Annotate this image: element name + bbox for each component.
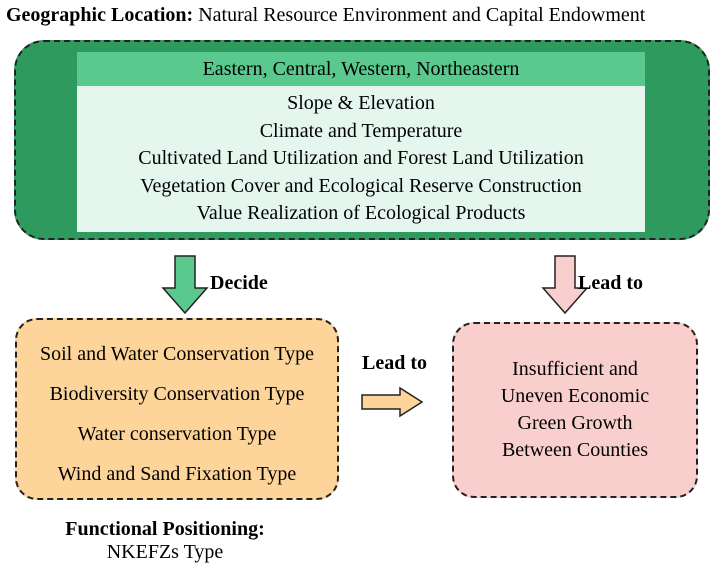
regions-bar: Eastern, Central, Western, Northeastern (77, 52, 645, 86)
functional-positioning-title: Functional Positioning: (65, 518, 265, 540)
factor-item: Vegetation Cover and Ecological Reserve … (140, 174, 582, 197)
result-line: Green Growth (517, 412, 633, 434)
result-line: Insufficient and (512, 358, 638, 380)
functional-types-box: Soil and Water Conservation Type Biodive… (15, 318, 339, 500)
factor-item: Cultivated Land Utilization and Forest L… (138, 147, 584, 169)
result-line: Between Counties (501, 439, 649, 461)
type-item: Water conservation Type (77, 423, 277, 445)
decide-label: Decide (210, 272, 268, 294)
title-rest: Natural Resource Environment and Capital… (193, 4, 646, 26)
title-bold: Geographic Location: (6, 4, 194, 26)
lead-to-right-label: Lead to (578, 272, 643, 294)
type-item: Soil and Water Conservation Type (40, 343, 314, 365)
decide-arrow-icon (161, 255, 209, 315)
diagram-title: Geographic Location: Natural Resource En… (6, 4, 645, 27)
lead-to-middle-label: Lead to (362, 352, 427, 374)
result-line: Uneven Economic (500, 385, 650, 407)
lead-to-right-arrow-icon (361, 386, 424, 418)
factor-item: Value Realization of Ecological Products (196, 202, 526, 224)
factor-item: Climate and Temperature (259, 119, 463, 142)
factor-item: Slope & Elevation (287, 92, 435, 114)
result-box: Insufficient and Uneven Economic Green G… (452, 322, 698, 498)
lead-to-down-arrow-icon (541, 255, 589, 315)
functional-positioning-value: NKEFZs Type (106, 541, 224, 563)
type-item: Biodiversity Conservation Type (49, 383, 305, 405)
factors-box: Slope & Elevation Climate and Temperatur… (77, 86, 645, 232)
type-item: Wind and Sand Fixation Type (57, 463, 297, 485)
